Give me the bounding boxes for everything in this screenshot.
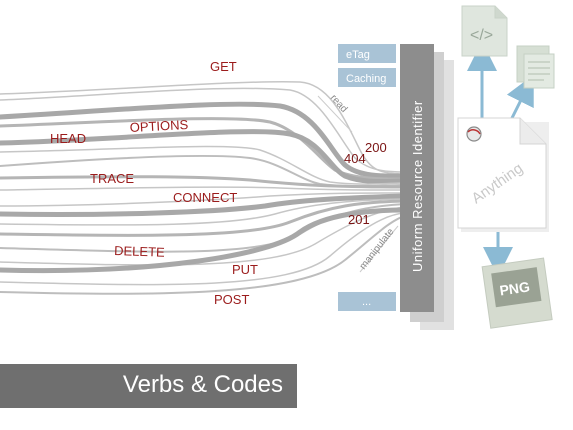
route-line: [0, 199, 407, 237]
verb-options: OPTIONS: [129, 117, 189, 135]
route-line: [0, 101, 408, 179]
read-label: read: [328, 93, 350, 115]
uri-label: Uniform Resource Identifier: [410, 100, 425, 272]
title-bar: Verbs & Codes: [0, 364, 297, 408]
caching-tag: [338, 68, 396, 87]
route-line: [0, 81, 406, 175]
etag-tag: [338, 44, 396, 63]
verb-connect: CONNECT: [173, 190, 237, 205]
route-line: [0, 145, 406, 185]
route-line: [0, 193, 408, 218]
route-line: [0, 186, 406, 191]
svg-text:</>: </>: [470, 27, 493, 44]
route-line: [0, 117, 407, 181]
code-file-icon: </>: [461, 5, 508, 57]
route-line: [0, 207, 408, 274]
verb-delete: DELETE: [114, 243, 165, 260]
verb-post: POST: [214, 292, 249, 307]
verb-put: PUT: [232, 262, 258, 277]
route-line: [0, 87, 406, 173]
route-line: [0, 206, 406, 266]
code-404: 404: [344, 151, 366, 166]
manipulate-annotation-line: [359, 225, 399, 273]
anything-document: Anything: [457, 117, 549, 232]
route-line: [0, 212, 406, 286]
svg-text:PNG: PNG: [499, 278, 531, 298]
route-line: [0, 175, 407, 189]
globe-icon: [466, 126, 482, 142]
png-image-icon: PNG: [481, 257, 553, 329]
route-lines: [0, 81, 408, 295]
documents-icon: [516, 45, 555, 89]
route-line: [0, 198, 406, 226]
ellipsis-label: ...: [362, 296, 371, 308]
caching-label: Caching: [346, 73, 386, 85]
verb-trace: TRACE: [90, 171, 134, 186]
arrow-to-documents: [506, 74, 534, 123]
code-200: 200: [365, 140, 387, 155]
route-line: [0, 129, 408, 185]
page-title: Verbs & Codes: [122, 371, 283, 398]
verb-head: HEAD: [50, 131, 86, 146]
route-line: [0, 215, 406, 295]
route-line: [0, 192, 406, 207]
ellipsis-tag: [338, 292, 396, 311]
code-201: 201: [348, 212, 370, 227]
etag-label: eTag: [346, 49, 370, 61]
read-annotation-line: [317, 95, 353, 133]
verb-get: GET: [210, 59, 237, 74]
uri-bar: [400, 44, 434, 312]
